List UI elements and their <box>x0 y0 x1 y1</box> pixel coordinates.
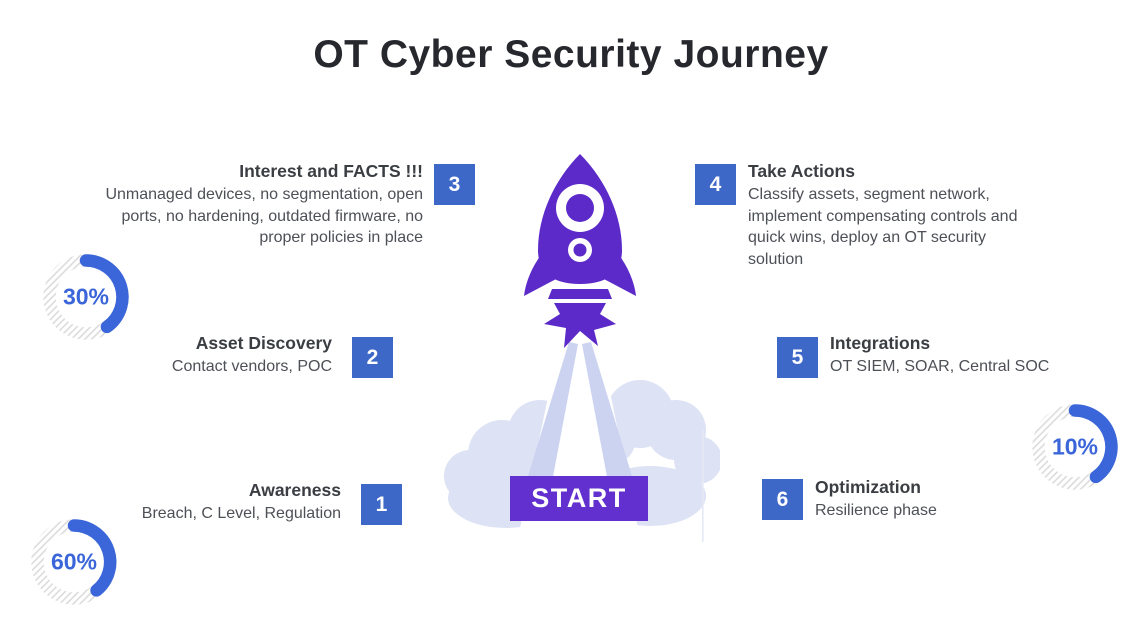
step-6-description: Resilience phase <box>815 502 937 519</box>
step-1-text: Awareness Breach, C Level, Regulation <box>61 479 341 525</box>
step-5-description: OT SIEM, SOAR, Central SOC <box>830 358 1050 375</box>
step-1-description: Breach, C Level, Regulation <box>141 505 341 522</box>
step-5-text: Integrations OT SIEM, SOAR, Central SOC <box>830 332 1110 378</box>
step-4-number-badge: 4 <box>695 164 736 205</box>
progress-ring-60: 60% <box>31 519 117 605</box>
step-1-title: Awareness <box>248 480 341 500</box>
step-3-title: Interest and FACTS !!! <box>239 161 423 181</box>
step-2-number: 2 <box>366 345 379 369</box>
step-5-number: 5 <box>791 345 804 369</box>
step-4-text: Take Actions Classify assets, segment ne… <box>748 160 1020 270</box>
cloud-edge-line <box>702 430 704 542</box>
step-3-number: 3 <box>448 172 461 196</box>
ring-30-value: 30% <box>63 284 109 310</box>
step-3-description: Unmanaged devices, no segmentation, open… <box>105 186 423 246</box>
step-2-title: Asset Discovery <box>195 333 332 353</box>
step-4-title: Take Actions <box>748 161 855 181</box>
ring-arc <box>1068 404 1118 484</box>
page-title: OT Cyber Security Journey <box>313 33 829 76</box>
step-6-number: 6 <box>776 487 789 511</box>
step-2-number-badge: 2 <box>352 337 393 378</box>
start-button[interactable]: START <box>510 476 648 521</box>
step-4-number: 4 <box>709 172 722 196</box>
step-1-number-badge: 1 <box>361 484 402 525</box>
ring-10-value: 10% <box>1052 434 1098 460</box>
step-3-number-badge: 3 <box>434 164 475 205</box>
exhaust-trails-icon <box>528 342 632 482</box>
progress-ring-10: 10% <box>1032 404 1118 490</box>
step-6-text: Optimization Resilience phase <box>815 476 1075 522</box>
step-6-number-badge: 6 <box>762 479 803 520</box>
rocket-icon <box>524 154 636 348</box>
step-4-description: Classify assets, segment network, implem… <box>748 186 1018 268</box>
step-1-number: 1 <box>375 492 388 516</box>
progress-ring-30: 30% <box>43 254 129 340</box>
ring-arc <box>79 254 129 334</box>
ring-arc <box>67 519 117 597</box>
step-6-title: Optimization <box>815 477 921 497</box>
step-5-number-badge: 5 <box>777 337 818 378</box>
ring-60-value: 60% <box>51 549 97 575</box>
step-5-title: Integrations <box>830 333 931 353</box>
step-2-text: Asset Discovery Contact vendors, POC <box>82 332 332 378</box>
step-2-description: Contact vendors, POC <box>171 358 332 375</box>
step-3-text: Interest and FACTS !!! Unmanaged devices… <box>103 160 423 249</box>
